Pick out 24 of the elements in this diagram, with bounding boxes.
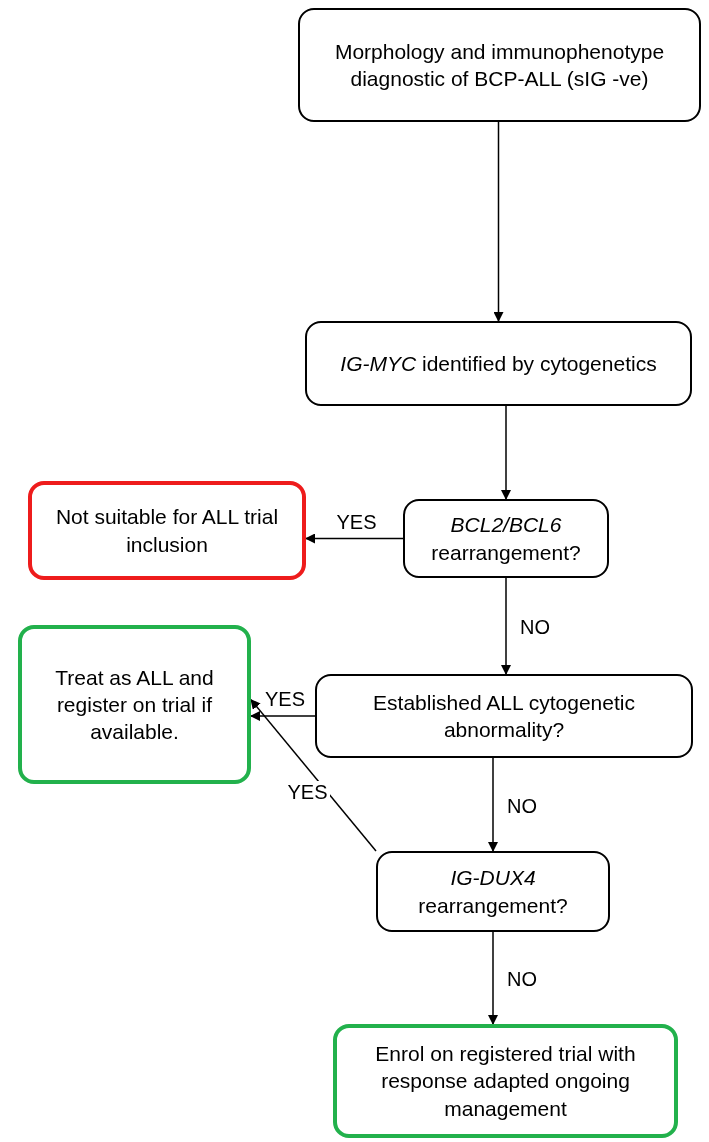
process-box [28, 481, 306, 580]
box-text: Morphology and immunophenotype diagnostic of BCP-ALL (sIG -ve) [333, 38, 666, 92]
arrow [305, 533, 404, 544]
box-text: Enrol on registered trial with response adapted ongoing management [374, 1041, 637, 1122]
process-box [403, 499, 609, 578]
box-text: Established ALL cytogenetic abnormality? [372, 689, 636, 743]
arrow [501, 405, 511, 500]
process-box [315, 674, 693, 758]
box-text: Treat as ALL and register on trial if available. [54, 664, 215, 746]
arrow [488, 931, 498, 1025]
arrow [501, 577, 511, 675]
process-box [333, 1024, 678, 1138]
arrow [493, 121, 504, 322]
process-box [298, 8, 701, 122]
arrow [250, 698, 377, 852]
arrow [488, 757, 498, 852]
process-box [18, 625, 251, 784]
box-text: IG-DUX4 rearrangement? [417, 865, 569, 919]
arrow [250, 711, 316, 721]
box-text: Not suitable for ALL trial inclusion [54, 504, 280, 558]
box-text: BCL2/BCL6 rearrangement? [430, 512, 582, 566]
process-box [305, 321, 692, 406]
box-text: IG-MYC identified by cytogenetics [340, 350, 657, 377]
process-box [376, 851, 610, 932]
